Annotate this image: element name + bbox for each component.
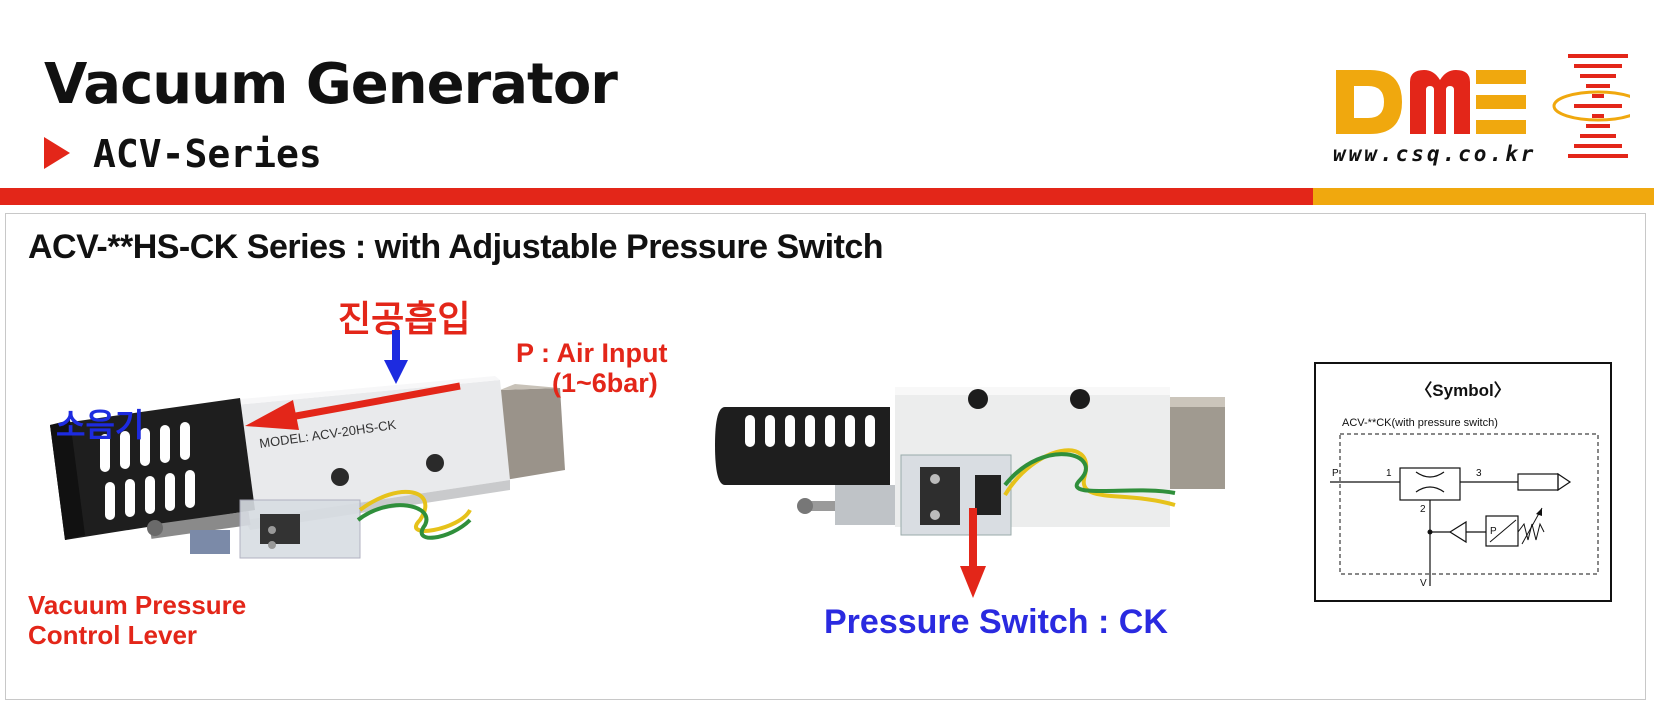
port-p-label: P — [1332, 468, 1339, 479]
port-v-label: V — [1420, 578, 1427, 589]
logo-url: www.csq.co.kr — [1333, 142, 1537, 166]
symbol-title: 〈Symbol〉 — [1415, 380, 1510, 400]
arrow-left-red-icon — [245, 382, 461, 430]
vacuum-generator-photo-right — [715, 387, 1225, 536]
label-lever-line1: Vacuum Pressure — [28, 590, 247, 620]
header-divider-yellow — [1313, 188, 1654, 205]
symbol-diagram: 〈Symbol〉 ACV-**CK(with pressure switch) … — [1314, 362, 1612, 602]
dme-logo — [1336, 54, 1630, 158]
switch-p-label: P — [1490, 526, 1497, 537]
label-air-input: P : Air Input — [516, 338, 668, 368]
series-subtitle: ACV-Series — [93, 132, 322, 176]
arrow-down-blue-icon — [384, 330, 408, 384]
symbol-caption: ACV-**CK(with pressure switch) — [1342, 417, 1498, 429]
label-air-input-range: (1~6bar) — [552, 368, 658, 398]
port-1-label: 1 — [1386, 468, 1392, 479]
label-lever: Vacuum Pressure Control Lever — [28, 590, 246, 650]
label-silencer: 소음기 — [56, 407, 145, 443]
label-lever-line2: Control Lever — [28, 620, 198, 650]
section-title: ACV-**HS-CK Series : with Adjustable Pre… — [28, 228, 884, 266]
content-panel — [5, 213, 1646, 700]
bullet-triangle-icon — [44, 137, 70, 169]
page-title: Vacuum Generator — [44, 52, 618, 117]
label-vacuum-suction: 진공흡입 — [338, 298, 471, 339]
label-pressure-switch: Pressure Switch : CK — [824, 603, 1168, 641]
arrow-down-red-icon — [960, 508, 986, 598]
port-2-label: 2 — [1420, 504, 1426, 515]
header-divider-red — [0, 188, 1313, 205]
port-3-label: 3 — [1476, 468, 1482, 479]
pneumatic-symbol-drawing: 〈Symbol〉 ACV-**CK(with pressure switch) … — [1330, 380, 1599, 589]
